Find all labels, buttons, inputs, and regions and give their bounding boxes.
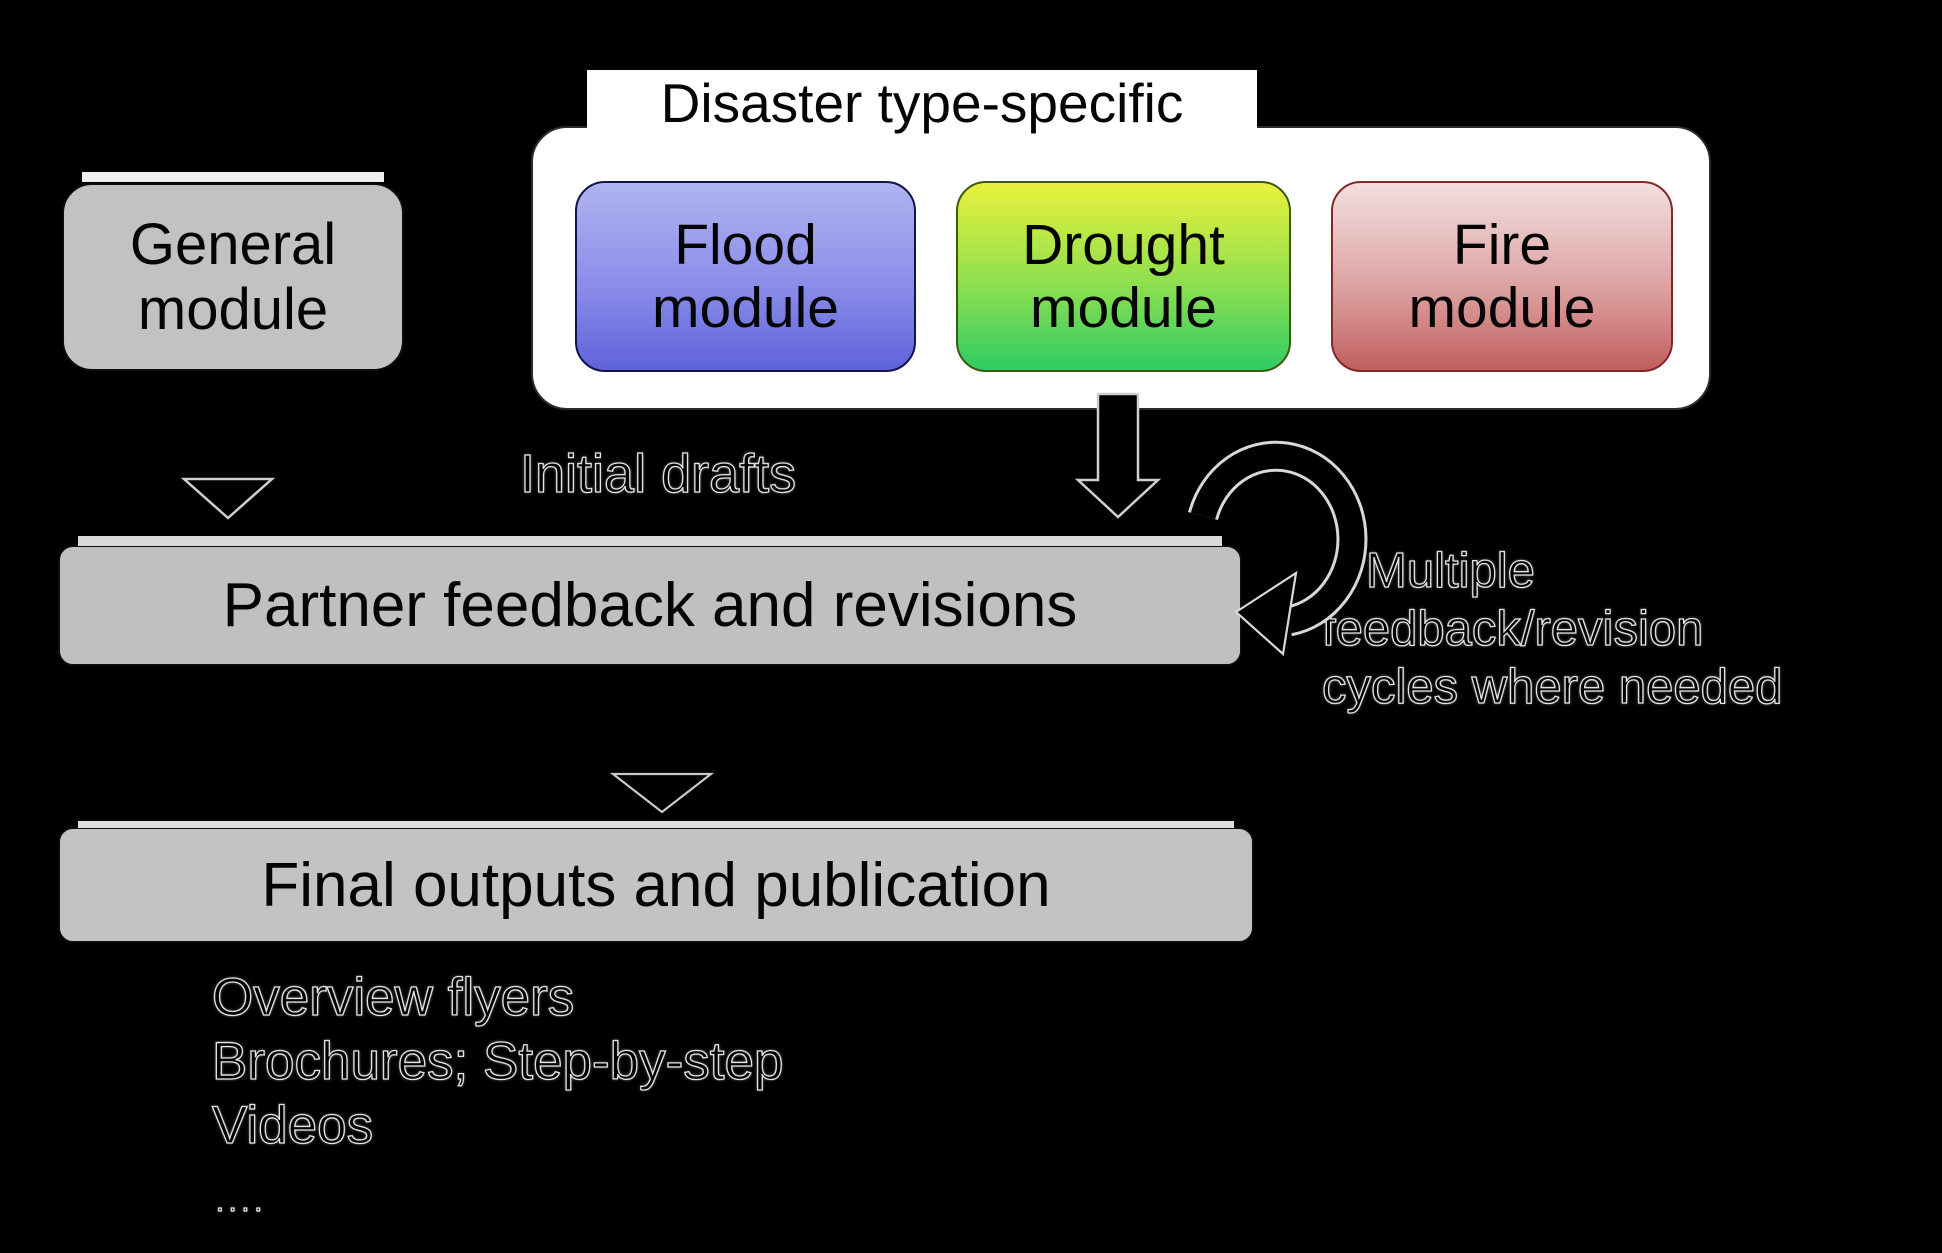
partner-feedback-label: Partner feedback and revisions (222, 571, 1078, 640)
outputs-list: Overview flyers Brochures; Step-by-step … (211, 967, 784, 1155)
ellipsis-label: .... (215, 1185, 268, 1217)
fire-module-box: Fire module (1331, 181, 1673, 372)
down-chevron-icon (609, 772, 715, 814)
loop-note-label: Multiple feedback/revision cycles where … (1321, 543, 1783, 714)
down-arrowhead-general-icon (180, 477, 276, 520)
final-outputs-label: Final outputs and publication (261, 850, 1051, 920)
down-arrow-disaster-icon (1074, 392, 1162, 519)
general-module-box: General module (62, 172, 404, 371)
drought-module-label: Drought module (1022, 212, 1225, 340)
disaster-group-title: Disaster type-specific (660, 72, 1184, 134)
general-module-label: General module (129, 212, 337, 342)
flood-module-box: Flood module (575, 181, 916, 372)
disaster-group-banner: Disaster type-specific (587, 70, 1257, 134)
partner-feedback-box: Partner feedback and revisions (58, 536, 1242, 666)
loop-arrowhead-icon (1234, 570, 1298, 657)
initial-drafts-label: Initial drafts (519, 443, 797, 504)
final-outputs-box: Final outputs and publication (58, 821, 1254, 943)
drought-module-box: Drought module (956, 181, 1291, 372)
flood-module-label: Flood module (652, 212, 839, 340)
fire-module-label: Fire module (1408, 212, 1596, 340)
